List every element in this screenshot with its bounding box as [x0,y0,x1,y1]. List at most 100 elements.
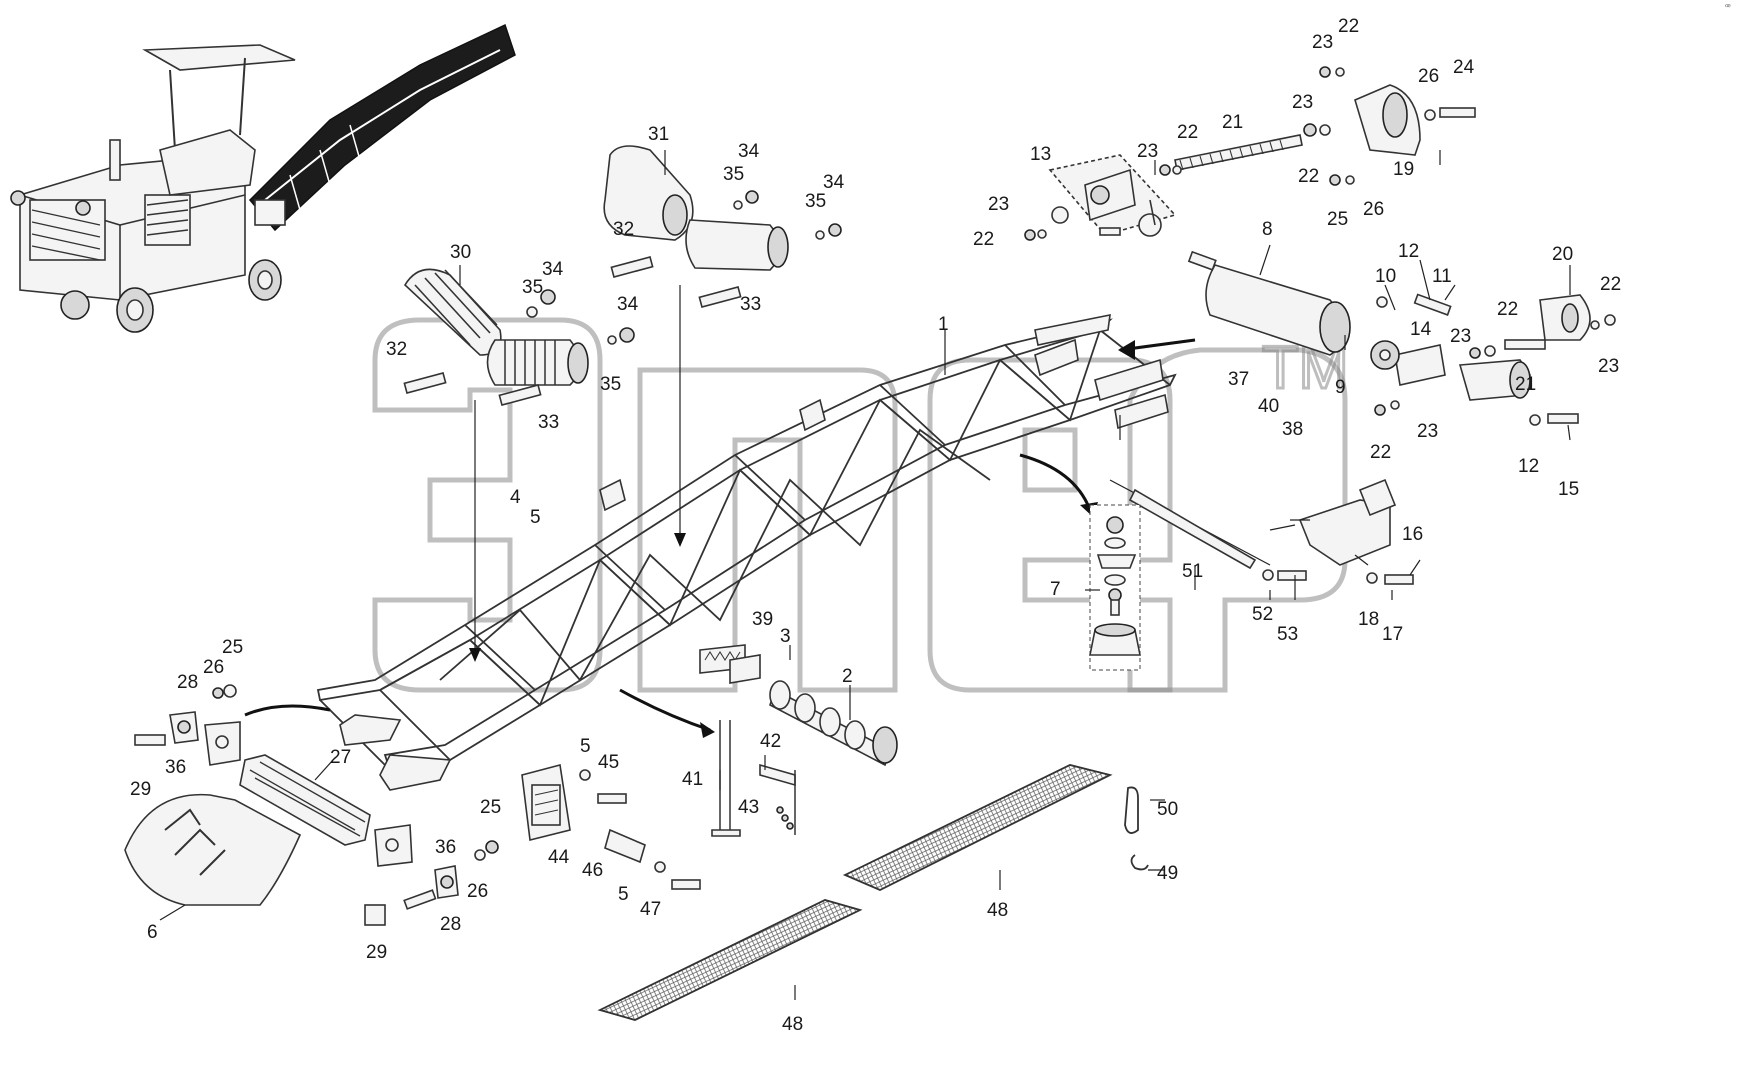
callout-22: 22 [1298,166,1319,187]
callout-36: 36 [435,837,456,858]
damper-assembly [1089,504,1141,671]
callout-34: 34 [823,172,845,193]
callout-30: 30 [450,242,471,263]
callout-52: 52 [1252,604,1273,625]
callout-47: 47 [640,899,661,920]
idler-rollers [403,145,842,406]
callout-28: 28 [177,672,198,693]
callout-36: 36 [165,757,186,778]
callout-22: 22 [1177,122,1198,143]
callout-2: 2 [842,666,853,687]
callout-23: 23 [1598,356,1619,377]
callout-23: 23 [1450,326,1471,347]
callout-23: 23 [988,194,1009,215]
leader-lines [159,150,1571,1000]
callout-35: 35 [723,164,744,185]
callout-28: 28 [440,914,461,935]
callout-labels: 1 2 3 4 5 5 5 6 7 8 9 10 11 12 12 13 14 … [130,2,1731,1035]
callout-1: 1 [938,314,949,335]
callout-13: 13 [1030,144,1051,165]
callout-32: 32 [386,339,407,360]
callout-22: 22 [1338,16,1359,37]
callout-23: 23 [1417,421,1438,442]
callout-12: 12 [1398,241,1419,262]
callout-25: 25 [480,797,501,818]
callout-21: 21 [1515,374,1536,395]
callout-5: 5 [618,884,629,905]
callout-18: 18 [1358,609,1379,630]
callout-27: 27 [330,747,351,768]
callout-38: 38 [1282,419,1303,440]
callout-3: 3 [780,626,791,647]
callout-22: 22 [1600,274,1621,295]
callout-26: 26 [1363,199,1384,220]
callout-23: 23 [1137,141,1158,162]
callout-6: 6 [147,922,158,943]
callout-25: 25 [222,637,243,658]
callout-22: 22 [973,229,994,250]
callout-45: 45 [598,752,619,773]
callout-23: 23 [1312,32,1333,53]
callout-31: 31 [648,124,669,145]
callout-49: 49 [1157,863,1178,884]
callout-53: 53 [1277,624,1298,645]
callout-43: 43 [738,797,759,818]
guard-panels [597,764,1149,1021]
head-drive-parts [1024,66,1616,426]
callout-17: 17 [1382,624,1403,645]
callout-50: 50 [1157,799,1178,820]
callout-51: 51 [1182,561,1203,582]
callout-33: 33 [740,294,761,315]
callout-35: 35 [600,374,621,395]
callout-34: 34 [738,141,760,162]
callout-22: 22 [1370,442,1391,463]
callout-35: 35 [805,191,826,212]
callout-41: 41 [682,769,703,790]
middle-parts [521,644,898,890]
callout-20: 20 [1552,244,1573,265]
callout-26: 26 [1418,66,1439,87]
callout-22: 22 [1497,299,1518,320]
callout-26: 26 [467,881,488,902]
callout-35: 35 [522,277,543,298]
callout-12: 12 [1518,456,1539,477]
callout-34: 34 [542,259,564,280]
callout-37: 37 [1228,369,1249,390]
callout-44: 44 [548,847,570,868]
callout-23: 23 [1292,92,1313,113]
callout-10: 10 [1375,266,1396,287]
callout-48: 48 [782,1014,803,1035]
callout-46: 46 [582,860,603,881]
callout-48: 48 [987,900,1008,921]
corner-mark: ꟹ [1725,2,1731,12]
callout-16: 16 [1402,524,1423,545]
callout-39: 39 [752,609,773,630]
callout-7: 7 [1050,579,1061,600]
callout-5: 5 [580,736,591,757]
callout-42: 42 [760,731,781,752]
callout-40: 40 [1258,396,1279,417]
callout-32: 32 [613,219,634,240]
callout-14: 14 [1410,319,1432,340]
callout-19: 19 [1393,159,1414,180]
callout-11: 11 [1432,266,1452,287]
callout-33: 33 [538,412,559,433]
callout-34: 34 [617,294,639,315]
callout-5: 5 [530,507,541,528]
callout-29: 29 [366,942,387,963]
callout-9: 9 [1335,377,1346,398]
callout-24: 24 [1453,57,1475,78]
assembly-arrows [244,285,1196,738]
callout-8: 8 [1262,219,1273,240]
callout-26: 26 [203,657,224,678]
callout-21: 21 [1222,112,1243,133]
callout-4: 4 [510,487,521,508]
tail-section [124,684,499,926]
callout-29: 29 [130,779,151,800]
support-bracket [1109,478,1414,585]
callout-25: 25 [1327,209,1348,230]
callout-15: 15 [1558,479,1579,500]
conveyor-frame [316,313,1177,791]
